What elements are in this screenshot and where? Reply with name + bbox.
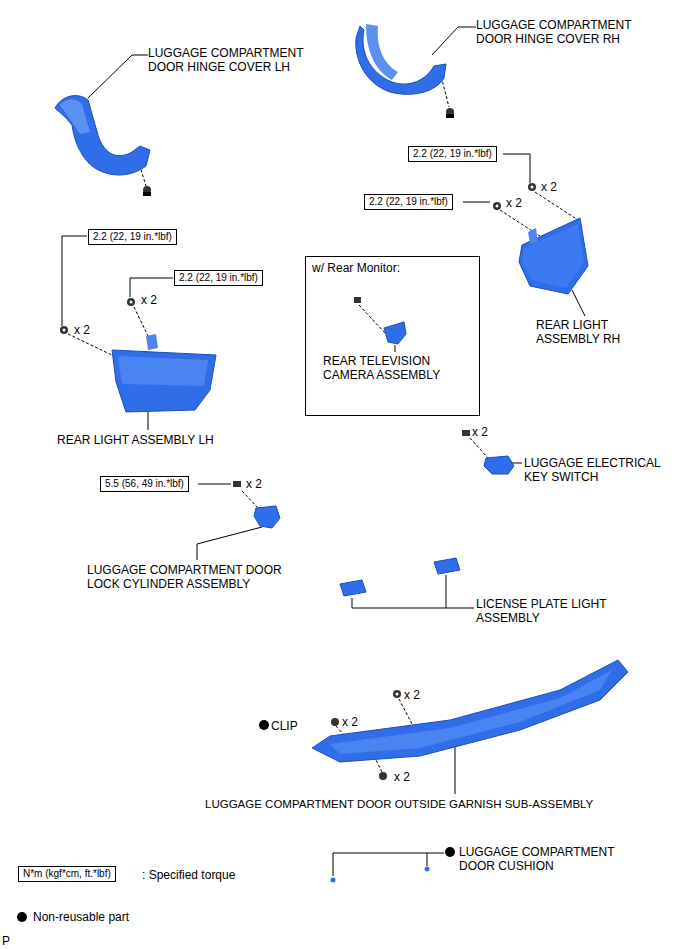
torque-box: N*m (kgf*cm, ft.*lbf): [18, 866, 116, 882]
part-name: REAR TELEVISION CAMERA ASSEMBLY: [323, 354, 463, 382]
torque-value: 2.2 (22, 19 in.*lbf): [179, 272, 258, 284]
torque-box: 2.2 (22, 19 in.*lbf): [174, 270, 263, 286]
garnish: [259, 660, 628, 780]
part-name: LUGGAGE COMPARTMENT DOOR HINGE COVER RH: [476, 18, 646, 46]
torque-value: N*m (kgf*cm, ft.*lbf): [23, 868, 111, 880]
page-mark: P: [2, 934, 10, 948]
quantity-mark: x 2: [141, 293, 157, 307]
hinge-cover-lh: [55, 96, 151, 196]
torque-value: 2.2 (22, 19 in.*lbf): [413, 148, 492, 160]
quantity-mark: x 2: [394, 770, 410, 784]
non-reusable-dot: [259, 720, 269, 730]
legend-text: Non-reusable part: [33, 910, 129, 924]
quantity-mark: x 2: [541, 180, 557, 194]
option-heading: w/ Rear Monitor:: [312, 261, 400, 275]
quantity-mark: x 2: [506, 196, 522, 210]
torque-box: 2.2 (22, 19 in.*lbf): [364, 194, 453, 210]
quantity-mark: CLIP: [271, 719, 298, 733]
torque-box: 2.2 (22, 19 in.*lbf): [408, 146, 497, 162]
torque-box: 5.5 (56, 49 in.*lbf): [100, 476, 189, 492]
legend-text: : Specified torque: [142, 868, 235, 882]
quantity-mark: x 2: [404, 688, 420, 702]
quantity-mark: x 2: [246, 477, 262, 491]
rear-light-lh: [60, 298, 216, 412]
torque-box: 2.2 (22, 19 in.*lbf): [88, 229, 177, 245]
quantity-mark: x 2: [472, 425, 488, 439]
license-lights: [340, 558, 460, 596]
part-name: REAR LIGHT ASSEMBLY RH: [536, 318, 636, 346]
hinge-cover-rh: [356, 24, 454, 118]
part-name: LUGGAGE COMPARTMENT DOOR OUTSIDE GARNISH…: [205, 797, 593, 811]
torque-value: 2.2 (22, 19 in.*lbf): [93, 231, 172, 243]
non-reusable-dot: [17, 912, 27, 922]
part-name: LUGGAGE COMPARTMENT DOOR CUSHION: [459, 845, 629, 873]
quantity-mark: x 2: [342, 715, 358, 729]
cushions: [331, 847, 456, 883]
torque-value: 2.2 (22, 19 in.*lbf): [369, 196, 448, 208]
part-name: LUGGAGE COMPARTMENT DOOR LOCK CYLINDER A…: [87, 563, 292, 591]
rear-light-rh: [493, 183, 588, 294]
option-box: w/ Rear Monitor: REAR TELEVISION CAMERA A…: [305, 256, 480, 416]
part-name: LUGGAGE COMPARTMENT DOOR HINGE COVER LH: [148, 46, 318, 74]
quantity-mark: x 2: [74, 323, 90, 337]
rear-camera: [354, 297, 406, 344]
part-name: LICENSE PLATE LIGHT ASSEMBLY: [476, 597, 626, 625]
part-name: REAR LIGHT ASSEMBLY LH: [57, 433, 214, 447]
torque-value: 5.5 (56, 49 in.*lbf): [105, 478, 184, 490]
part-name: LUGGAGE ELECTRICAL KEY SWITCH: [524, 456, 674, 484]
